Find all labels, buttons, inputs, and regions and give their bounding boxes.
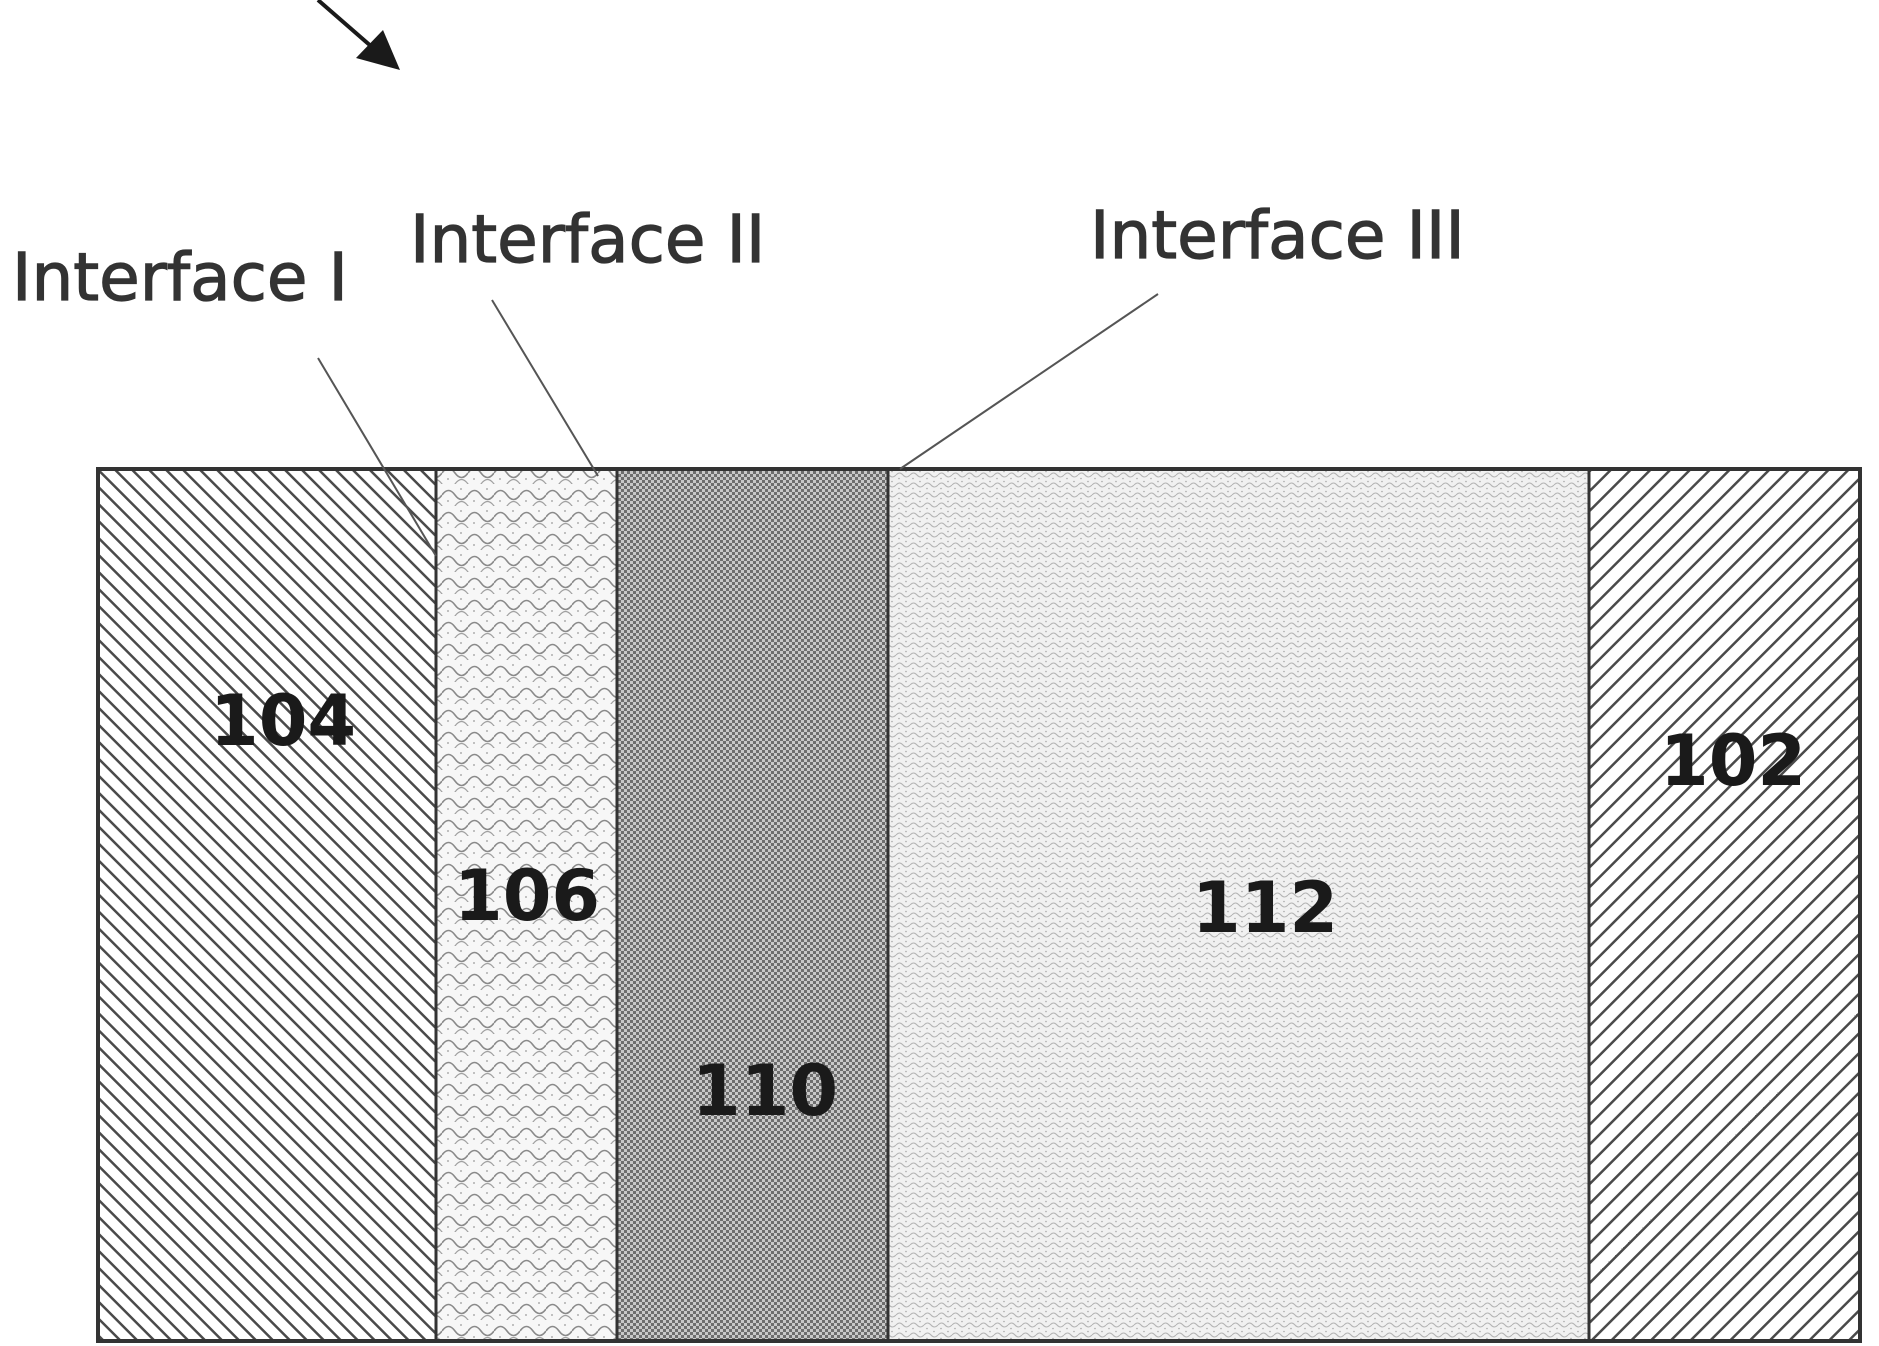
interface-label-i: Interface I — [12, 239, 348, 316]
layer-label-106: 106 — [454, 855, 600, 937]
leader-line-interface-ii — [492, 300, 598, 476]
layer-label-104: 104 — [210, 680, 356, 762]
layer-label-110: 110 — [692, 1050, 838, 1132]
layer-104 — [98, 469, 436, 1341]
layer-110 — [617, 469, 888, 1341]
interface-label-iii: Interface III — [1090, 197, 1465, 274]
interface-label-ii: Interface II — [410, 201, 765, 278]
reference-arrow-icon — [318, 0, 400, 70]
leader-line-interface-iii — [900, 294, 1158, 469]
layer-label-102: 102 — [1660, 720, 1806, 802]
layer-102 — [1589, 469, 1860, 1341]
layer-label-112: 112 — [1192, 867, 1338, 949]
